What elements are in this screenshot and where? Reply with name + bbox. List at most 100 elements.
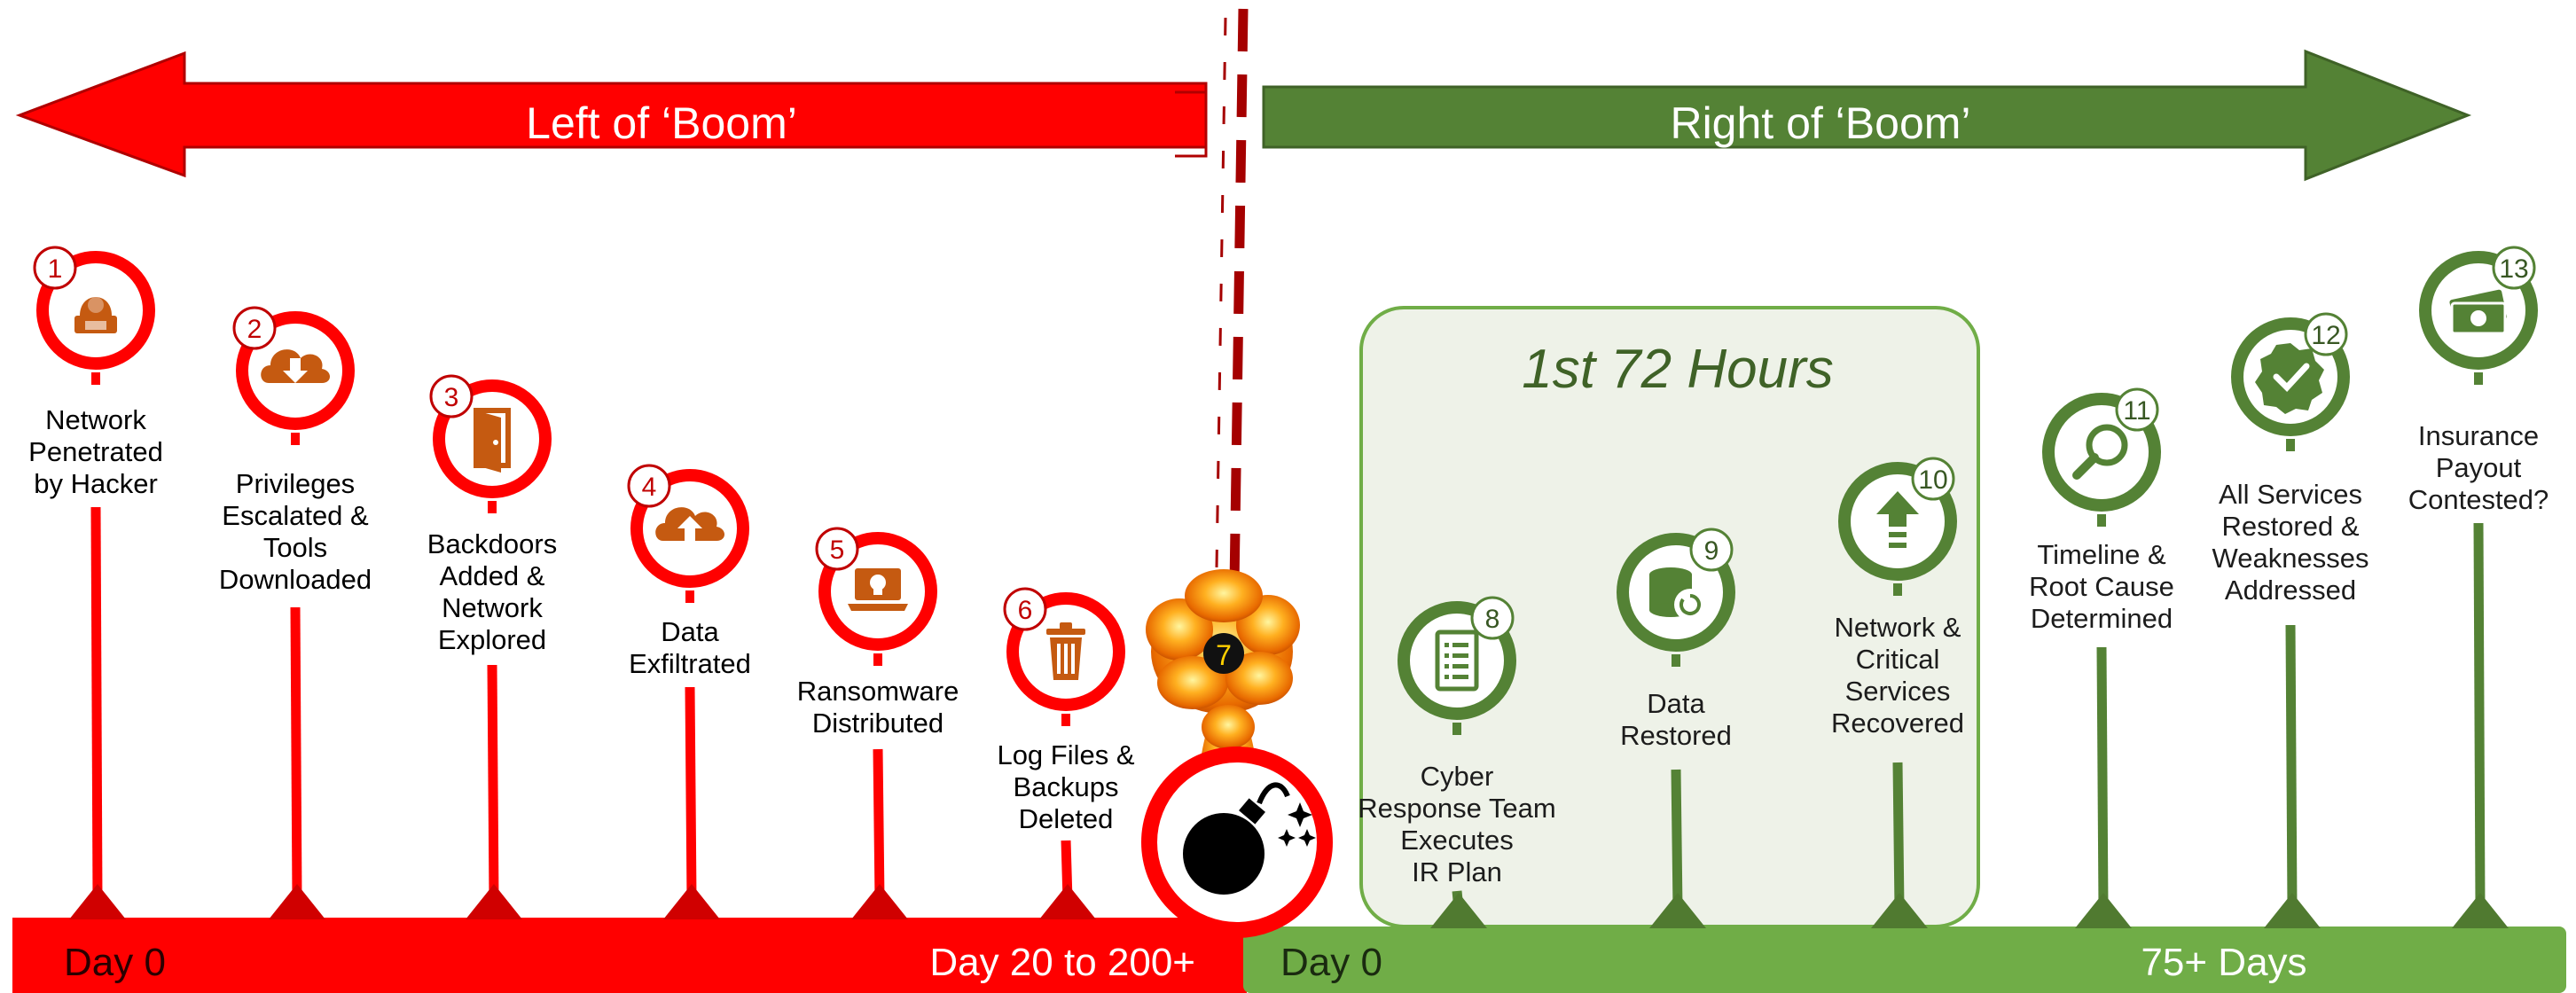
left-timeline-segment	[12, 918, 1247, 993]
step-marker	[1039, 884, 1096, 919]
step-label-line: Response Team	[1358, 793, 1555, 824]
step-label-line: Tools	[263, 532, 327, 563]
trash-icon	[1046, 622, 1085, 680]
step-number-badge	[815, 527, 859, 571]
step-label-line: Added &	[440, 560, 545, 591]
database-restore-icon	[1649, 567, 1706, 621]
step-number-badge	[1689, 528, 1734, 572]
right-of-boom-label: Right of ‘Boom’	[1670, 98, 1970, 148]
left-of-boom-arrow: Left of ‘Boom’	[15, 51, 1208, 178]
step-stem	[2096, 646, 2109, 910]
document-list-icon	[1435, 629, 1479, 692]
step-label-line: IR Plan	[1412, 856, 1502, 887]
step-label-line: Privileges	[236, 468, 355, 499]
step-label-line: Determined	[2031, 603, 2173, 634]
step-stem	[290, 606, 302, 901]
step-label-line: Root Cause	[2029, 571, 2174, 602]
step-stem	[1671, 769, 1683, 910]
step-stem	[487, 664, 499, 901]
step-number: 8	[1485, 605, 1500, 634]
skull-laptop-icon	[848, 568, 908, 611]
step-number-badge	[232, 306, 277, 350]
step-label-line: Ransomware	[797, 676, 959, 707]
door-icon	[474, 408, 511, 473]
step-marker	[1430, 893, 1487, 928]
step-number: 10	[1918, 465, 1947, 495]
right-day0-label: Day 0	[1280, 941, 1382, 984]
step-label-line: Network &	[1835, 612, 1961, 643]
step-label-line: Exfiltrated	[629, 648, 751, 679]
step-label-line: Weaknesses	[2212, 543, 2369, 574]
boom-number: 7	[1216, 639, 1232, 671]
step-label-line: Explored	[438, 624, 546, 655]
step-label-line: Addressed	[2225, 575, 2356, 606]
step-number-badge	[2492, 246, 2536, 290]
step-stem	[2473, 522, 2486, 910]
left-day0-label: Day 0	[64, 941, 166, 984]
magnifier-icon	[2072, 424, 2128, 480]
step-label-line: Backups	[1014, 771, 1119, 802]
step-number-badge	[627, 464, 671, 508]
step-number: 9	[1704, 536, 1719, 566]
step-label-line: Payout	[2436, 452, 2522, 483]
step-number: 5	[830, 536, 845, 565]
step-label-line: Distributed	[812, 708, 943, 739]
step-stem	[90, 506, 103, 901]
step-number: 12	[2311, 321, 2340, 350]
step-number: 6	[1018, 596, 1033, 625]
step-label-line: Data	[1647, 688, 1705, 719]
step-marker	[2452, 893, 2509, 928]
step-number-badge	[1003, 587, 1047, 631]
timeline-bar: Day 0 Day 20 to 200+ Day 0 75+ Days	[12, 918, 2566, 993]
step-label-line: Restored	[1620, 720, 1732, 751]
step-label-line: Critical	[1856, 644, 1940, 675]
step-number: 1	[48, 254, 63, 284]
step-number: 4	[642, 473, 657, 502]
boom-number-badge	[1203, 633, 1244, 674]
money-icon	[2449, 289, 2508, 335]
step-label-line: Backdoors	[427, 528, 557, 559]
cloud-download-icon	[261, 349, 330, 383]
step-number-badge	[2304, 312, 2348, 356]
step-marker	[69, 884, 126, 919]
hacker-icon	[74, 297, 117, 333]
cloud-upload-icon	[655, 507, 724, 541]
step-label-line: Restored &	[2221, 511, 2359, 542]
step-label-line: Data	[661, 616, 719, 647]
step-number-badge	[33, 246, 77, 290]
step-label-line: Recovered	[1831, 708, 1964, 739]
step-label-line: Log Files &	[997, 739, 1134, 770]
step-stem	[685, 686, 697, 901]
step-stem	[873, 748, 885, 901]
step-label-line: Penetrated	[28, 436, 163, 467]
step-label-line: by Hacker	[34, 468, 158, 499]
boom-divider	[1215, 8, 1249, 586]
step-label-line: Escalated &	[222, 500, 369, 531]
step-number: 11	[2123, 396, 2150, 426]
step-label-line: Contested?	[2408, 484, 2549, 515]
upload-arrow-icon	[1876, 491, 1919, 548]
step-marker	[269, 884, 325, 919]
bomb-icon	[1141, 747, 1333, 938]
step-number: 2	[247, 315, 262, 344]
first-72-hours-title: 1st 72 Hours	[1522, 339, 1834, 400]
step-marker	[663, 884, 720, 919]
step-label-line: Network	[45, 404, 146, 435]
step-label-line: Downloaded	[219, 564, 372, 595]
step-number: 3	[444, 383, 459, 412]
step-number-badge	[1470, 596, 1515, 640]
step-label-line: Cyber	[1421, 761, 1494, 792]
step-label-line: Services	[1845, 676, 1951, 707]
left-of-boom-label: Left of ‘Boom’	[526, 98, 797, 148]
right-of-boom-arrow: Right of ‘Boom’	[1262, 49, 2472, 182]
